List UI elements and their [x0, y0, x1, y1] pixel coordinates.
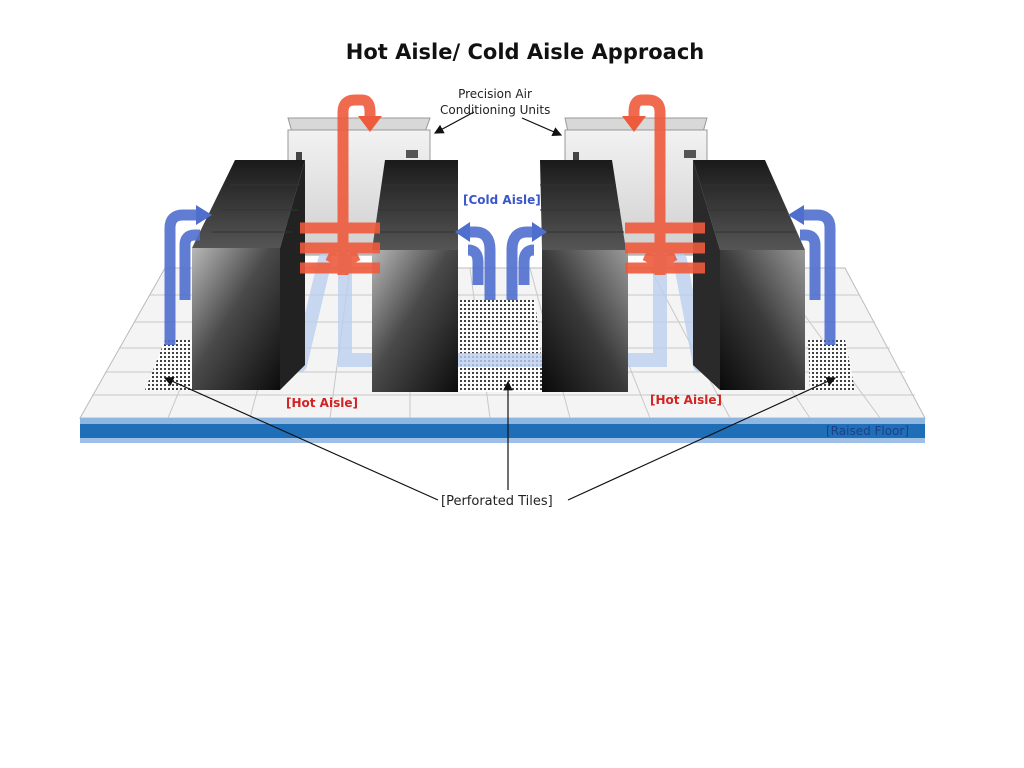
- raised-floor-label: [Raised Floor]: [826, 424, 910, 438]
- hot-aisle-label-left: [Hot Aisle]: [286, 396, 358, 410]
- rack-row-1: [192, 160, 305, 390]
- perforated-tile-left: [145, 340, 200, 390]
- perforated-tiles-label: [Perforated Tiles]: [441, 494, 553, 509]
- cold-aisle-label: [Cold Aisle]: [463, 193, 541, 207]
- cold-air-arrowhead-center-left: [455, 222, 470, 242]
- ac-units-label: Precision Air Conditioning Units: [440, 86, 550, 118]
- hot-aisle-label-right: [Hot Aisle]: [650, 393, 722, 407]
- rack-row-3: [540, 160, 628, 392]
- cold-air-flow-center: [467, 226, 535, 300]
- hot-air-arrowhead-left: [358, 116, 382, 132]
- cold-air-flow-left: [164, 209, 201, 345]
- callout-perf-right: [567, 377, 837, 501]
- ac-units-label-line1: Precision Air: [458, 87, 532, 101]
- hot-air-flow-right: [625, 94, 705, 276]
- callout-perf-left: [163, 377, 439, 501]
- hot-air-flow-left: [300, 94, 380, 276]
- raised-floor-band: [80, 424, 925, 438]
- rack-row-2: [372, 160, 458, 392]
- cold-air-flow-right: [799, 209, 836, 345]
- cold-air-arrowhead-right: [788, 205, 804, 225]
- cold-air-arrowhead-left: [196, 205, 212, 225]
- ac-units-label-line2: Conditioning Units: [440, 103, 551, 117]
- perforated-tile-center: [455, 300, 545, 392]
- rack-row-4: [693, 160, 805, 390]
- hot-air-arrowhead-right: [622, 116, 646, 132]
- diagram-title: Hot Aisle/ Cold Aisle Approach: [345, 40, 705, 64]
- callout-ac-left: [433, 111, 475, 134]
- callout-ac-right: [521, 117, 563, 137]
- perforated-tile-right: [808, 340, 855, 390]
- cold-air-arrowhead-center-right: [532, 222, 547, 242]
